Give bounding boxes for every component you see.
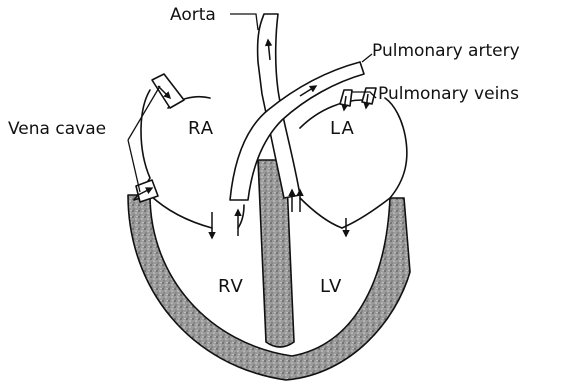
label-rv: RV (218, 276, 244, 297)
mitral-valve (300, 198, 342, 228)
label-pulmonary-artery: Pulmonary artery (372, 41, 520, 61)
aorta-leader (230, 14, 258, 30)
label-la: LA (330, 118, 355, 139)
label-pulmonary-veins: Pulmonary veins (378, 84, 519, 104)
label-vena-cavae: Vena cavae (8, 119, 106, 139)
label-lv: LV (320, 276, 342, 297)
pulmonary-artery-leader (362, 54, 372, 62)
label-aorta: Aorta (170, 5, 216, 25)
label-ra: RA (188, 118, 214, 139)
